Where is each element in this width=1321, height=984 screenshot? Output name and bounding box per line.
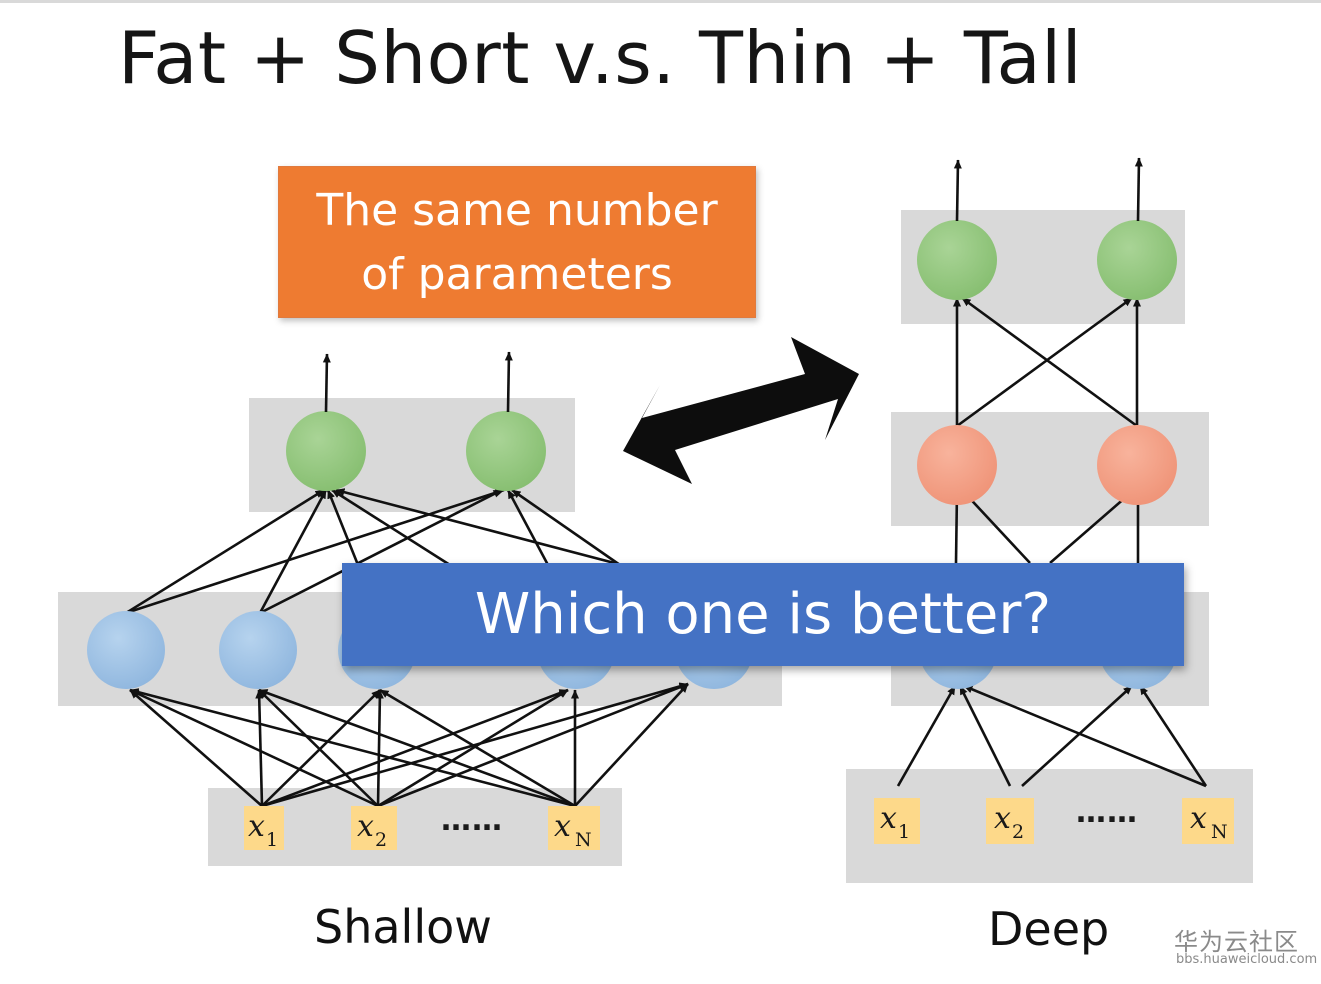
shallow-hidden-nodes bbox=[87, 611, 753, 689]
shallow-input-ellipsis: …… bbox=[441, 803, 503, 838]
shallow-output-nodes bbox=[286, 411, 546, 491]
deep-input-box bbox=[986, 798, 1034, 844]
shallow-output-node bbox=[466, 411, 546, 491]
shallow-hidden-to-output-edges bbox=[125, 488, 623, 615]
shallow-network: x 1 x 2 …… x N bbox=[58, 351, 782, 866]
deep-network: x 1 x 2 …… x N bbox=[846, 157, 1253, 883]
deep-input-xN-sub: N bbox=[1211, 821, 1228, 843]
shallow-hidden-node bbox=[87, 611, 165, 689]
deep-hidden2-node bbox=[917, 425, 997, 505]
shallow-input-x2-sub: 2 bbox=[375, 829, 387, 851]
shallow-input-box bbox=[548, 806, 600, 850]
which-better-callout: Which one is better? bbox=[342, 563, 1184, 666]
shallow-input-box bbox=[244, 806, 284, 850]
deep-input-x2-sub: 2 bbox=[1012, 821, 1024, 843]
shallow-input-xN-var: x bbox=[554, 809, 571, 844]
same-parameters-callout: The same number of parameters bbox=[278, 166, 756, 318]
shallow-input-box bbox=[351, 806, 397, 850]
same-parameters-line1: The same number bbox=[316, 185, 718, 236]
deep-hidden2-nodes bbox=[917, 425, 1177, 505]
deep-input-box bbox=[1182, 798, 1234, 844]
deep-input-x1-sub: 1 bbox=[898, 821, 910, 843]
deep-inputs: x 1 x 2 …… x N bbox=[874, 795, 1234, 844]
shallow-hidden-node bbox=[219, 611, 297, 689]
deep-input-x2-var: x bbox=[994, 801, 1011, 836]
watermark-name: 华为云社区 bbox=[1174, 928, 1299, 956]
shallow-output-node bbox=[286, 411, 366, 491]
which-better-text: Which one is better? bbox=[474, 582, 1052, 647]
shallow-inputs: x 1 x 2 …… x N bbox=[244, 803, 600, 851]
deep-input-ellipsis: …… bbox=[1076, 795, 1138, 830]
deep-input-box bbox=[874, 798, 920, 844]
deep-caption: Deep bbox=[988, 902, 1110, 956]
deep-input-xN-var: x bbox=[1190, 801, 1207, 836]
shallow-input-xN-sub: N bbox=[575, 829, 592, 851]
shallow-input-x1-var: x bbox=[248, 809, 265, 844]
slide-title: Fat + Short v.s. Thin + Tall bbox=[118, 16, 1083, 100]
shallow-caption: Shallow bbox=[314, 900, 492, 954]
deep-hidden2-to-output-edges bbox=[953, 296, 1141, 428]
deep-output-arrows bbox=[953, 157, 1143, 222]
shallow-input-x1-sub: 1 bbox=[266, 829, 278, 851]
deep-output-node bbox=[917, 220, 997, 300]
deep-output-node bbox=[1097, 220, 1177, 300]
same-parameters-line2: of parameters bbox=[361, 249, 673, 300]
deep-output-nodes bbox=[917, 220, 1177, 300]
top-rule bbox=[0, 0, 1321, 3]
shallow-input-x2-var: x bbox=[357, 809, 374, 844]
double-headed-arrow bbox=[623, 337, 859, 484]
watermark-url: bbs.huaweicloud.com bbox=[1176, 952, 1318, 967]
deep-input-x1-var: x bbox=[880, 801, 897, 836]
deep-hidden2-node bbox=[1097, 425, 1177, 505]
shallow-input-to-hidden-edges bbox=[129, 682, 689, 808]
deep-input-to-hidden-edges bbox=[896, 684, 1208, 788]
shallow-output-arrows bbox=[322, 351, 513, 413]
